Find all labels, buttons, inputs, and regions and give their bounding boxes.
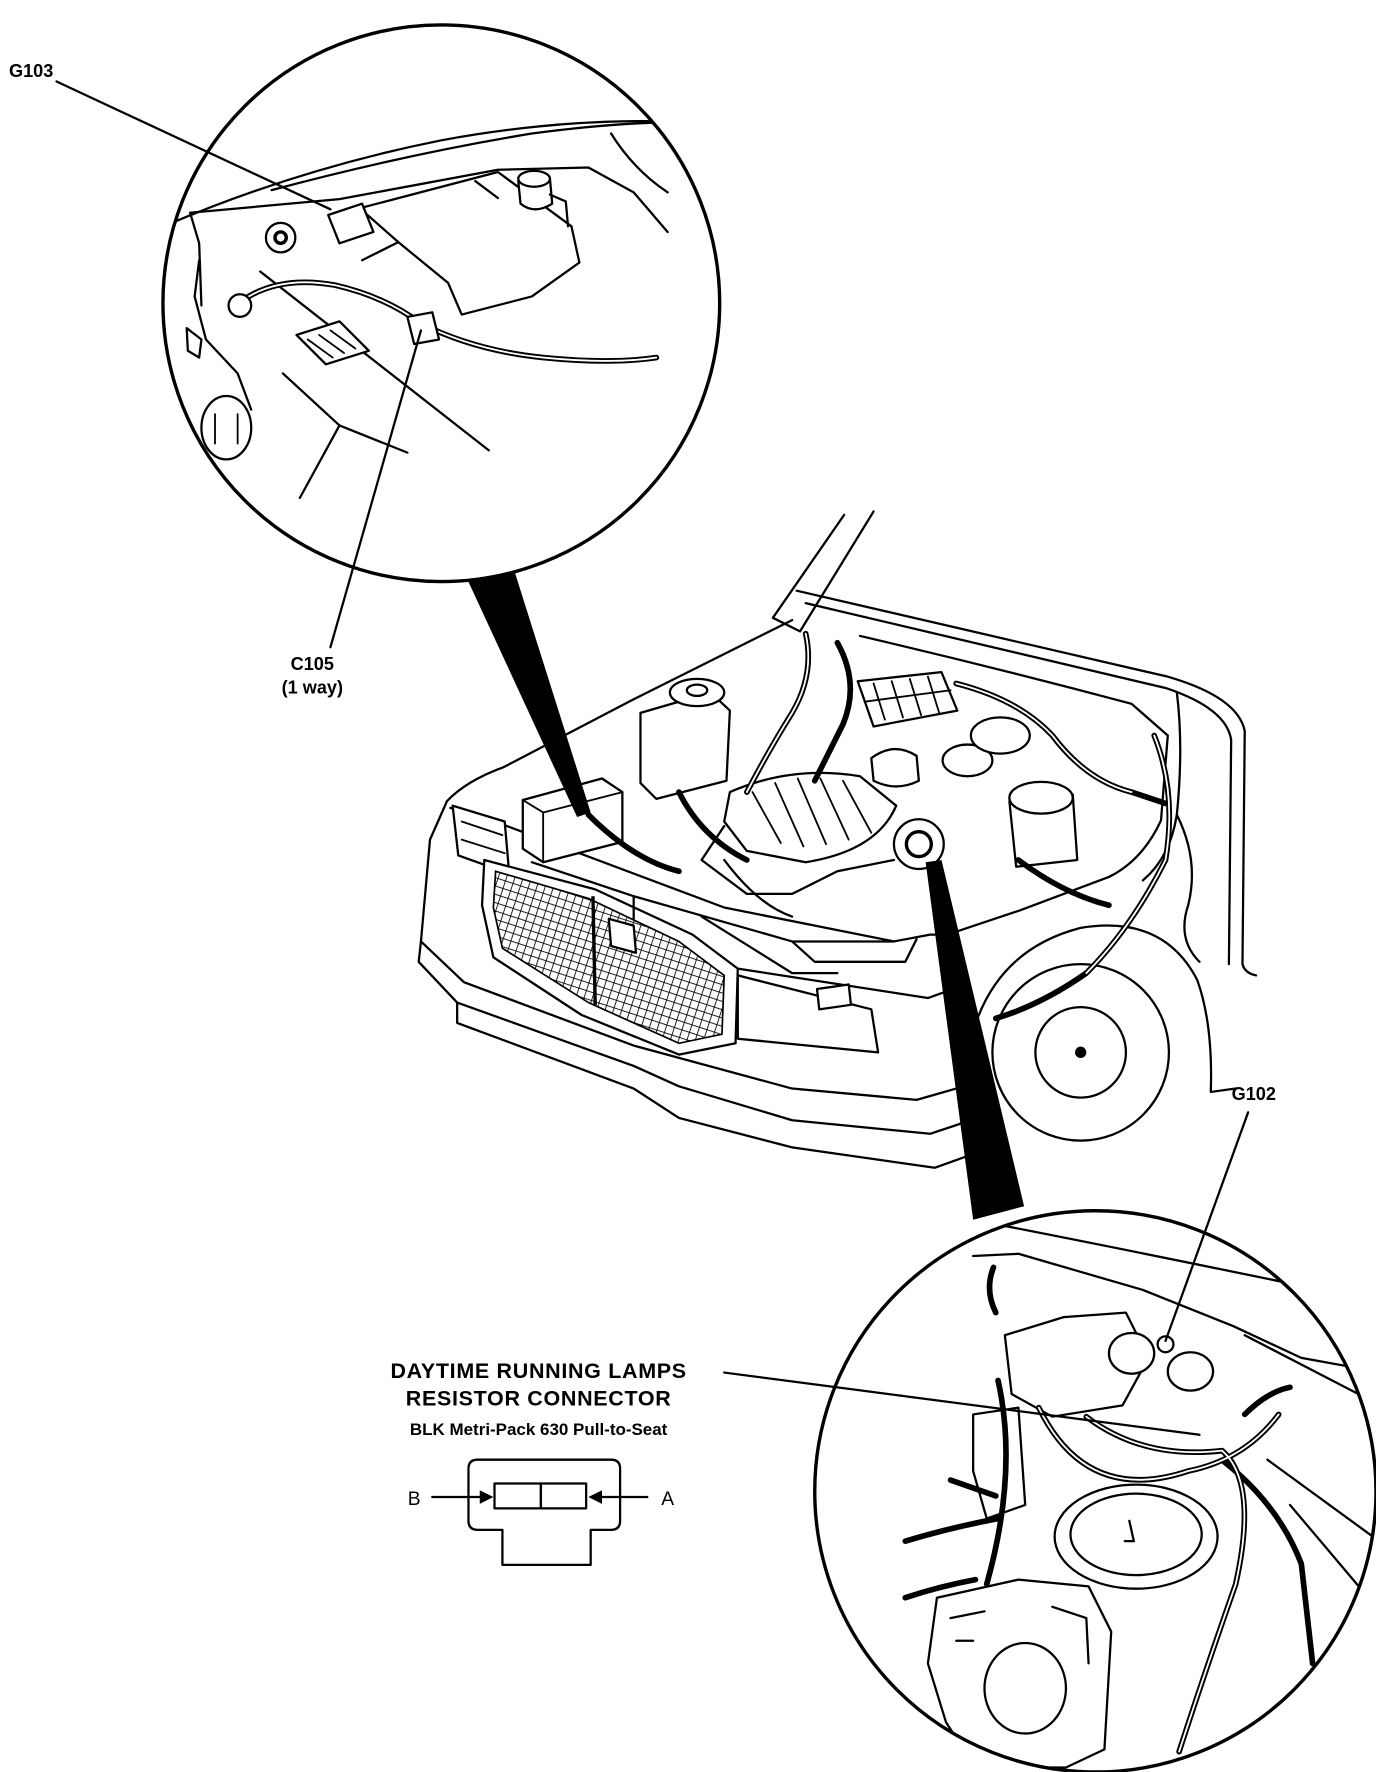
lower-housing-details	[949, 1605, 1090, 1665]
c105-label: C105	[291, 654, 334, 674]
lamp-socket	[200, 394, 253, 461]
raised-hood-edges	[771, 510, 875, 633]
fluid-cap-top	[517, 169, 552, 188]
lower-lamp-housing	[926, 1578, 1113, 1769]
grille-emblem	[607, 917, 638, 954]
g102-ground-eyelet	[1156, 1335, 1175, 1354]
bottom-zoom-wedge	[925, 859, 1025, 1220]
vehicle-overview	[417, 510, 1258, 1169]
g103-ground-eyelet	[264, 221, 297, 254]
headlamp-bowl	[1053, 1483, 1219, 1590]
top-zoom-wedge	[467, 572, 591, 817]
drl-connector-legend: DAYTIME RUNNING LAMPS RESISTOR CONNECTOR…	[390, 1359, 686, 1567]
engine-wiring-highlight	[745, 632, 1171, 975]
air-cleaner-ribs	[751, 777, 873, 848]
throttle-body	[892, 818, 945, 871]
lamp-socket-ribs	[214, 413, 239, 445]
battery-top-lines	[521, 791, 624, 864]
headlamp-bowl-inner	[1069, 1492, 1203, 1577]
drl-connector-leader-line	[723, 1371, 1201, 1436]
air-cleaner	[723, 771, 898, 864]
brake-fluid-cap	[941, 743, 994, 778]
vent-slot-lines	[306, 329, 357, 359]
coolant-reservoir-cap	[1008, 780, 1074, 815]
front-lamp-wiring-highlight	[1037, 1406, 1280, 1753]
radiator-support	[530, 861, 918, 975]
throttle-body-bore	[904, 829, 933, 859]
front-module-box	[815, 983, 853, 1011]
g103-leader-line	[55, 80, 332, 211]
g102-leader-line	[1164, 1111, 1250, 1343]
headlamp-mark	[1123, 1519, 1135, 1543]
left-fascia	[419, 800, 449, 943]
washer-reservoir-cap	[668, 677, 726, 708]
lower-lamp-lens	[983, 1641, 1068, 1735]
washer-reservoir	[639, 691, 731, 801]
bottom-detail-circle	[813, 1209, 1376, 1772]
grille-center-bar	[591, 896, 597, 1005]
wheel-hub	[1075, 1046, 1087, 1058]
brake-master-cylinder	[870, 747, 920, 788]
terminal-b-arrowhead	[479, 1490, 494, 1504]
c105-leader-line	[329, 329, 423, 649]
g102-label: G102	[1232, 1084, 1276, 1104]
g103-ground-bolt	[273, 230, 288, 245]
body-panel-lines	[972, 1218, 1376, 1608]
connector-description: BLK Metri-Pack 630 Pull-to-Seat	[410, 1420, 668, 1439]
terminal-b-label: B	[408, 1489, 421, 1510]
bracket-detail-lines	[360, 179, 570, 262]
relay-center	[856, 671, 959, 728]
ground-bracket	[327, 202, 375, 245]
terminal-a-label: A	[661, 1489, 674, 1510]
g103-label: G103	[9, 61, 53, 81]
connector-title-line1: DAYTIME RUNNING LAMPS	[390, 1359, 686, 1383]
radiator-support-lines	[188, 132, 669, 307]
c105-connector-body	[406, 311, 441, 346]
fender-wiring	[1175, 813, 1201, 963]
connector-outline	[467, 1458, 622, 1567]
top-detail-art	[162, 120, 720, 500]
connector-title-line2: RESISTOR CONNECTOR	[406, 1386, 672, 1410]
harness-ring	[227, 293, 253, 318]
washer-cap-center	[685, 683, 709, 698]
strut-tower	[969, 716, 1031, 755]
upper-lamp-bracket	[1003, 1311, 1150, 1418]
terminal-a-arrowhead	[588, 1490, 602, 1504]
top-detail-background	[162, 24, 720, 582]
bracket-grommet-right	[1166, 1351, 1215, 1392]
bottom-detail-art	[902, 1218, 1376, 1769]
relay-center-grid	[864, 675, 952, 721]
engine-block-lines	[700, 824, 896, 918]
left-headlamp-lens-lines	[460, 820, 506, 855]
terminal-cavity-b	[493, 1482, 543, 1510]
terminal-cavity-a	[539, 1482, 588, 1510]
vent-slots	[295, 320, 371, 366]
engine-bay-rim	[445, 618, 1169, 935]
side-marker-unit	[972, 1406, 1027, 1520]
wheel-rim	[1034, 1005, 1128, 1099]
top-detail-circle	[161, 23, 722, 584]
cowl-and-body-lines	[795, 589, 1258, 977]
c105-note: (1 way)	[282, 678, 343, 698]
bracket-grommet-left	[1107, 1331, 1156, 1375]
panel-diagonal-lines	[259, 270, 490, 500]
lamp-housing-lines	[185, 259, 253, 411]
fender-and-wheel-arch	[974, 691, 1237, 1094]
